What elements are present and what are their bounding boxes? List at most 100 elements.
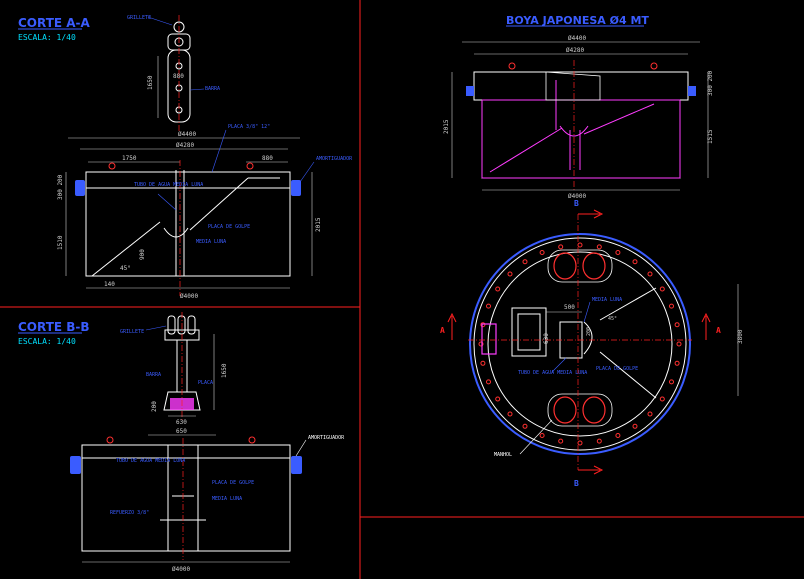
boya-accent-media-luna bbox=[559, 125, 589, 137]
plan-bolt bbox=[480, 360, 486, 366]
aa-bolt-2 bbox=[246, 162, 254, 170]
boya-dim-height-total: 2015 bbox=[443, 119, 450, 134]
aa-dim-angle: 45° bbox=[120, 265, 131, 272]
section-aa-scale: ESCALA: 1/40 bbox=[18, 33, 76, 42]
aa-dim-bar-width: 880 bbox=[173, 73, 184, 80]
manhole-bottom-right bbox=[582, 396, 606, 424]
aa-damper-left bbox=[75, 180, 85, 196]
section-bb-title: CORTE B-B bbox=[18, 320, 90, 334]
boya-bolt-1 bbox=[508, 62, 516, 70]
manhole-top-right bbox=[582, 252, 606, 280]
plan-manhole-frames bbox=[547, 249, 613, 427]
section-aa-title: CORTE A-A bbox=[18, 16, 91, 30]
boya-title: BOYA JAPONESA Ø4 MT bbox=[506, 14, 649, 27]
plan-accent-plate bbox=[481, 323, 497, 355]
bb-dim-small: 200 bbox=[151, 401, 158, 412]
plan-bolt bbox=[632, 259, 638, 265]
bb-label-placa-golpe: PLACA DE GOLPE bbox=[212, 480, 254, 486]
boya-bolt-2 bbox=[650, 62, 658, 70]
bb-shackle-tooth-1 bbox=[167, 315, 176, 335]
bb-damper-left bbox=[70, 456, 81, 474]
plan-bolt bbox=[676, 341, 682, 347]
aa-dim-total-height: 1510 bbox=[57, 235, 64, 250]
plan-bolt bbox=[674, 322, 680, 328]
bb-dim-bar-width: 630 bbox=[176, 419, 187, 426]
aa-dim-inner-height: 900 bbox=[139, 249, 146, 260]
bb-label-tubo-agua: TUBO DE AGUA MEDIA LUNA bbox=[116, 458, 185, 464]
aa-dim-inner: Ø4280 bbox=[176, 142, 194, 149]
bb-deck-bolts bbox=[106, 436, 256, 444]
boya-top-dimensions bbox=[462, 41, 700, 55]
plan-dimensions bbox=[546, 284, 739, 396]
plan-bolt bbox=[615, 433, 621, 438]
boya-top-housing bbox=[545, 71, 601, 101]
boya-accent-slope-right bbox=[583, 103, 655, 135]
plan-ramp-top bbox=[599, 287, 657, 321]
manhole-top-left bbox=[553, 252, 577, 280]
bb-leader-amortiguador bbox=[295, 439, 307, 457]
plan-outer-flange bbox=[469, 233, 691, 455]
bb-dim-base: Ø4000 bbox=[172, 566, 190, 573]
plan-bolt bbox=[522, 259, 528, 265]
boya-top-bolts bbox=[508, 62, 658, 70]
bb-label-placa: PLACA bbox=[198, 380, 213, 386]
aa-deck-bolts bbox=[108, 162, 254, 170]
aa-dim-base: Ø4000 bbox=[180, 293, 198, 300]
marker-a-right-arrow bbox=[701, 312, 711, 340]
plan-bolt bbox=[522, 423, 528, 429]
aa-dim-right-span: 880 bbox=[262, 155, 273, 162]
marker-b-top-arrow bbox=[578, 209, 604, 219]
bb-label-refuerzo: REFUERZO 3/8" bbox=[110, 510, 149, 516]
bb-leader-grillete bbox=[145, 325, 167, 331]
plan-dim-angle: 45° bbox=[608, 316, 617, 322]
manhole-frame-bottom bbox=[547, 393, 613, 427]
plan-bolt bbox=[596, 438, 602, 444]
aa-leader-barra bbox=[189, 88, 205, 91]
plan-bolt bbox=[632, 423, 638, 429]
bb-buoy-body bbox=[81, 444, 291, 552]
plan-bolt bbox=[486, 379, 491, 385]
aa-dim-base-left: 140 bbox=[104, 281, 115, 288]
aa-buoy-body bbox=[85, 170, 291, 277]
plan-label-tubo-agua: TUBO DE AGUA MEDIA LUNA bbox=[518, 370, 587, 376]
aa-leader-tubo bbox=[157, 193, 177, 211]
boya-plan: A A B B 3800 500 630 200 45° MEDIA LUNA … bbox=[440, 199, 744, 488]
bb-label-media-luna: MEDIA LUNA bbox=[212, 496, 242, 502]
plan-media-luna bbox=[583, 321, 593, 355]
marker-a-left-arrow bbox=[447, 312, 457, 340]
boya-damper-right bbox=[688, 86, 696, 96]
bb-dim-height: 1650 bbox=[221, 363, 228, 378]
plan-label-media-luna: MEDIA LUNA bbox=[592, 297, 622, 303]
boya-hull bbox=[481, 99, 681, 179]
plan-bolt bbox=[674, 360, 680, 366]
plan-inner-rim bbox=[487, 251, 673, 437]
section-aa: CORTE A-A ESCALA: 1/40 1650 880 GRILLETE… bbox=[18, 15, 353, 300]
plan-bolt bbox=[507, 411, 513, 417]
boya-damper-left bbox=[466, 86, 474, 96]
plan-leader-media-luna bbox=[583, 301, 591, 323]
plan-bolt bbox=[659, 396, 665, 402]
aa-dim-bar-height: 1650 bbox=[147, 75, 154, 90]
aa-label-tubo-agua: TUBO DE AGUA MEDIA LUNA bbox=[134, 182, 203, 188]
boya-dim-top: 300 200 bbox=[707, 70, 714, 96]
marker-a-right: A bbox=[716, 326, 721, 335]
aa-label-amortiguador: AMORTIGUADOR bbox=[316, 156, 353, 162]
aa-dim-left-span: 1750 bbox=[122, 155, 137, 162]
marker-b-bottom: B bbox=[574, 479, 579, 488]
bb-label-amortiguador: AMORTIGUADOR bbox=[308, 435, 345, 441]
plan-bolt-ring bbox=[478, 242, 682, 446]
aa-dim-right-height: 2015 bbox=[315, 217, 322, 232]
boya-side-dimensions bbox=[451, 72, 709, 191]
plan-bolt bbox=[507, 271, 513, 277]
aa-dim-top-height: 300 200 bbox=[57, 174, 64, 200]
manhole-frame-top bbox=[547, 249, 613, 283]
manhole-bottom-left bbox=[553, 396, 577, 424]
boya-dim-height-side: 1515 bbox=[707, 129, 714, 144]
boya-dim-inner: Ø4280 bbox=[566, 47, 584, 54]
aa-leader-amortiguador bbox=[299, 161, 315, 183]
plan-bolt bbox=[558, 244, 564, 250]
plan-bolt bbox=[596, 244, 602, 250]
bb-shackle-tooth-3 bbox=[187, 315, 196, 335]
